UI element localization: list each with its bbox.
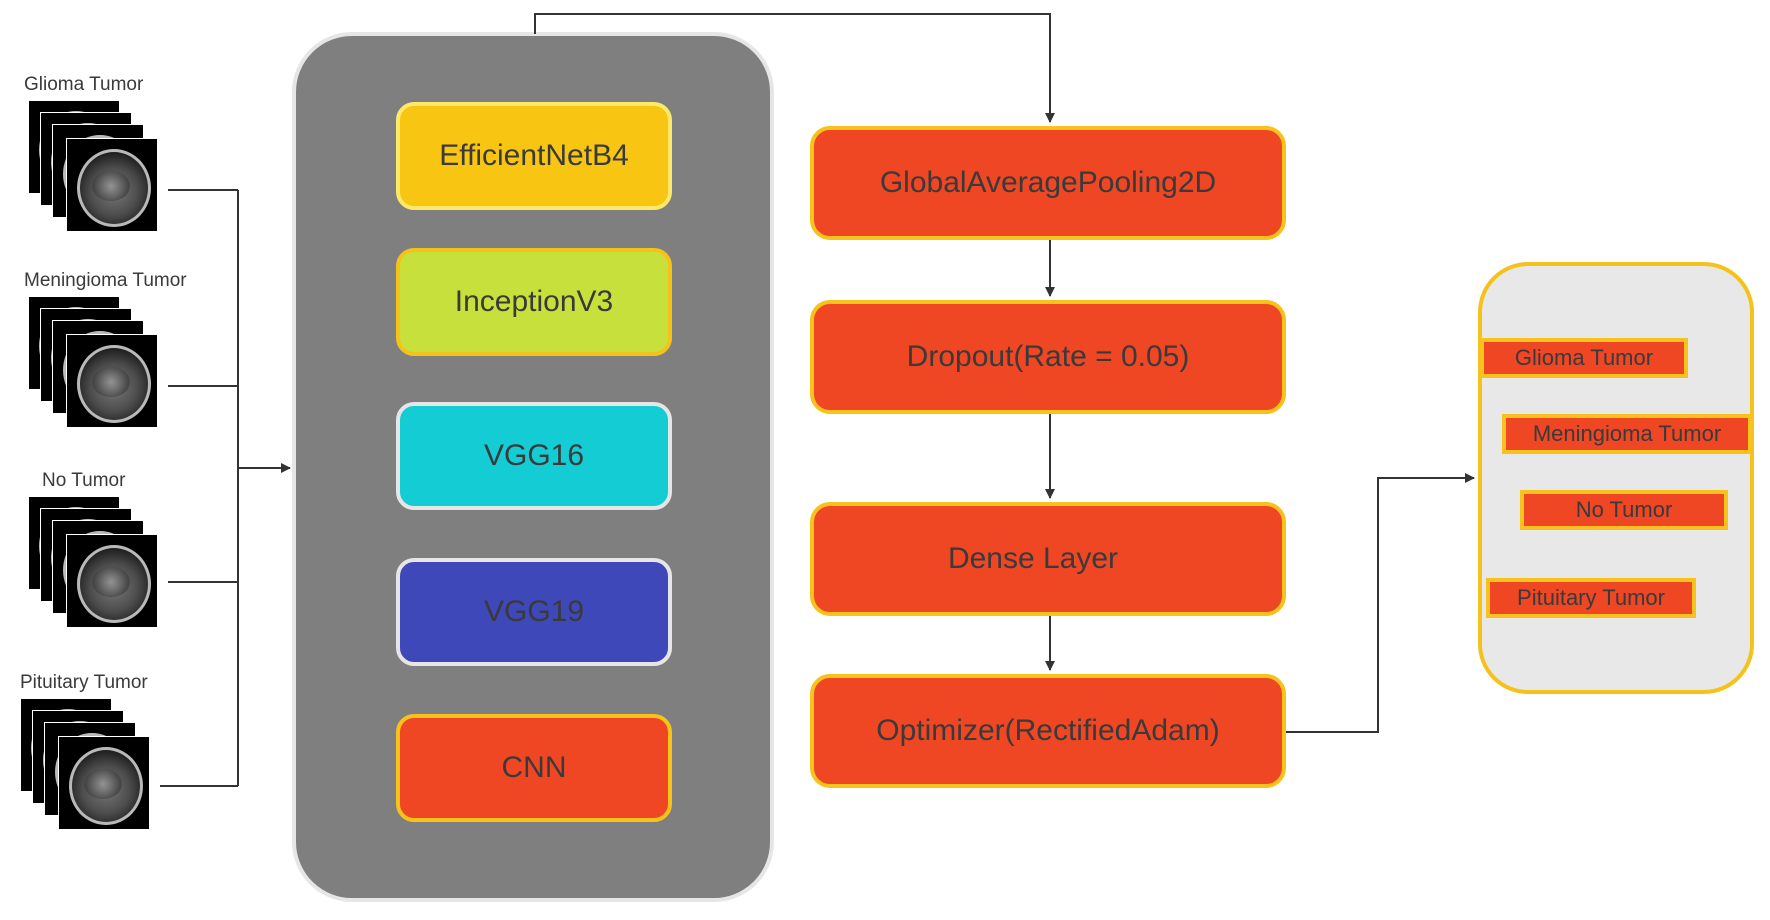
arrow-to-gap xyxy=(534,13,1055,123)
model-label: VGG19 xyxy=(483,595,585,628)
mri-image xyxy=(66,138,158,232)
mri-stack-glioma xyxy=(28,100,168,245)
output-label: Pituitary Tumor xyxy=(1517,585,1665,610)
mri-image xyxy=(66,534,158,628)
layer-label: GlobalAveragePooling2D xyxy=(879,166,1217,199)
arrow-to-outputs xyxy=(1286,473,1475,733)
model-label: EfficientNetB4 xyxy=(439,139,629,172)
layer-label: Dropout(Rate = 0.05) xyxy=(906,340,1190,373)
model-vgg16: VGG16 xyxy=(396,402,672,510)
output-no-tumor: No Tumor xyxy=(1520,490,1728,530)
mri-stack-meningioma xyxy=(28,296,168,441)
mri-stack-no-tumor xyxy=(28,496,168,641)
output-glioma: Glioma Tumor xyxy=(1480,338,1688,378)
model-label: VGG16 xyxy=(483,439,585,472)
layer-dense: Dense Layer xyxy=(810,502,1286,616)
mri-stack-pituitary xyxy=(20,698,160,843)
layer-label: Dense Layer xyxy=(947,542,1119,575)
layer-global-average-pooling: GlobalAveragePooling2D xyxy=(810,126,1286,240)
mri-image xyxy=(66,334,158,428)
output-pituitary: Pituitary Tumor xyxy=(1486,578,1696,618)
mri-image xyxy=(58,736,150,830)
layer-dropout: Dropout(Rate = 0.05) xyxy=(810,300,1286,414)
input-label-glioma: Glioma Tumor xyxy=(24,74,144,95)
model-label: CNN xyxy=(501,751,567,784)
output-label: No Tumor xyxy=(1575,497,1673,522)
output-label: Glioma Tumor xyxy=(1514,345,1654,370)
output-meningioma: Meningioma Tumor xyxy=(1502,414,1752,454)
output-label: Meningioma Tumor xyxy=(1532,421,1722,446)
layer-optimizer: Optimizer(RectifiedAdam) xyxy=(810,674,1286,788)
input-label-pituitary: Pituitary Tumor xyxy=(20,672,148,693)
output-panel xyxy=(1478,262,1754,694)
model-vgg19: VGG19 xyxy=(396,558,672,666)
input-label-no-tumor: No Tumor xyxy=(42,470,126,491)
model-cnn: CNN xyxy=(396,714,672,822)
layer-label: Optimizer(RectifiedAdam) xyxy=(876,714,1220,747)
model-inceptionv3: InceptionV3 xyxy=(396,248,672,356)
input-label-meningioma: Meningioma Tumor xyxy=(24,270,187,291)
model-efficientnetb4: EfficientNetB4 xyxy=(396,102,672,210)
model-label: InceptionV3 xyxy=(454,285,614,318)
